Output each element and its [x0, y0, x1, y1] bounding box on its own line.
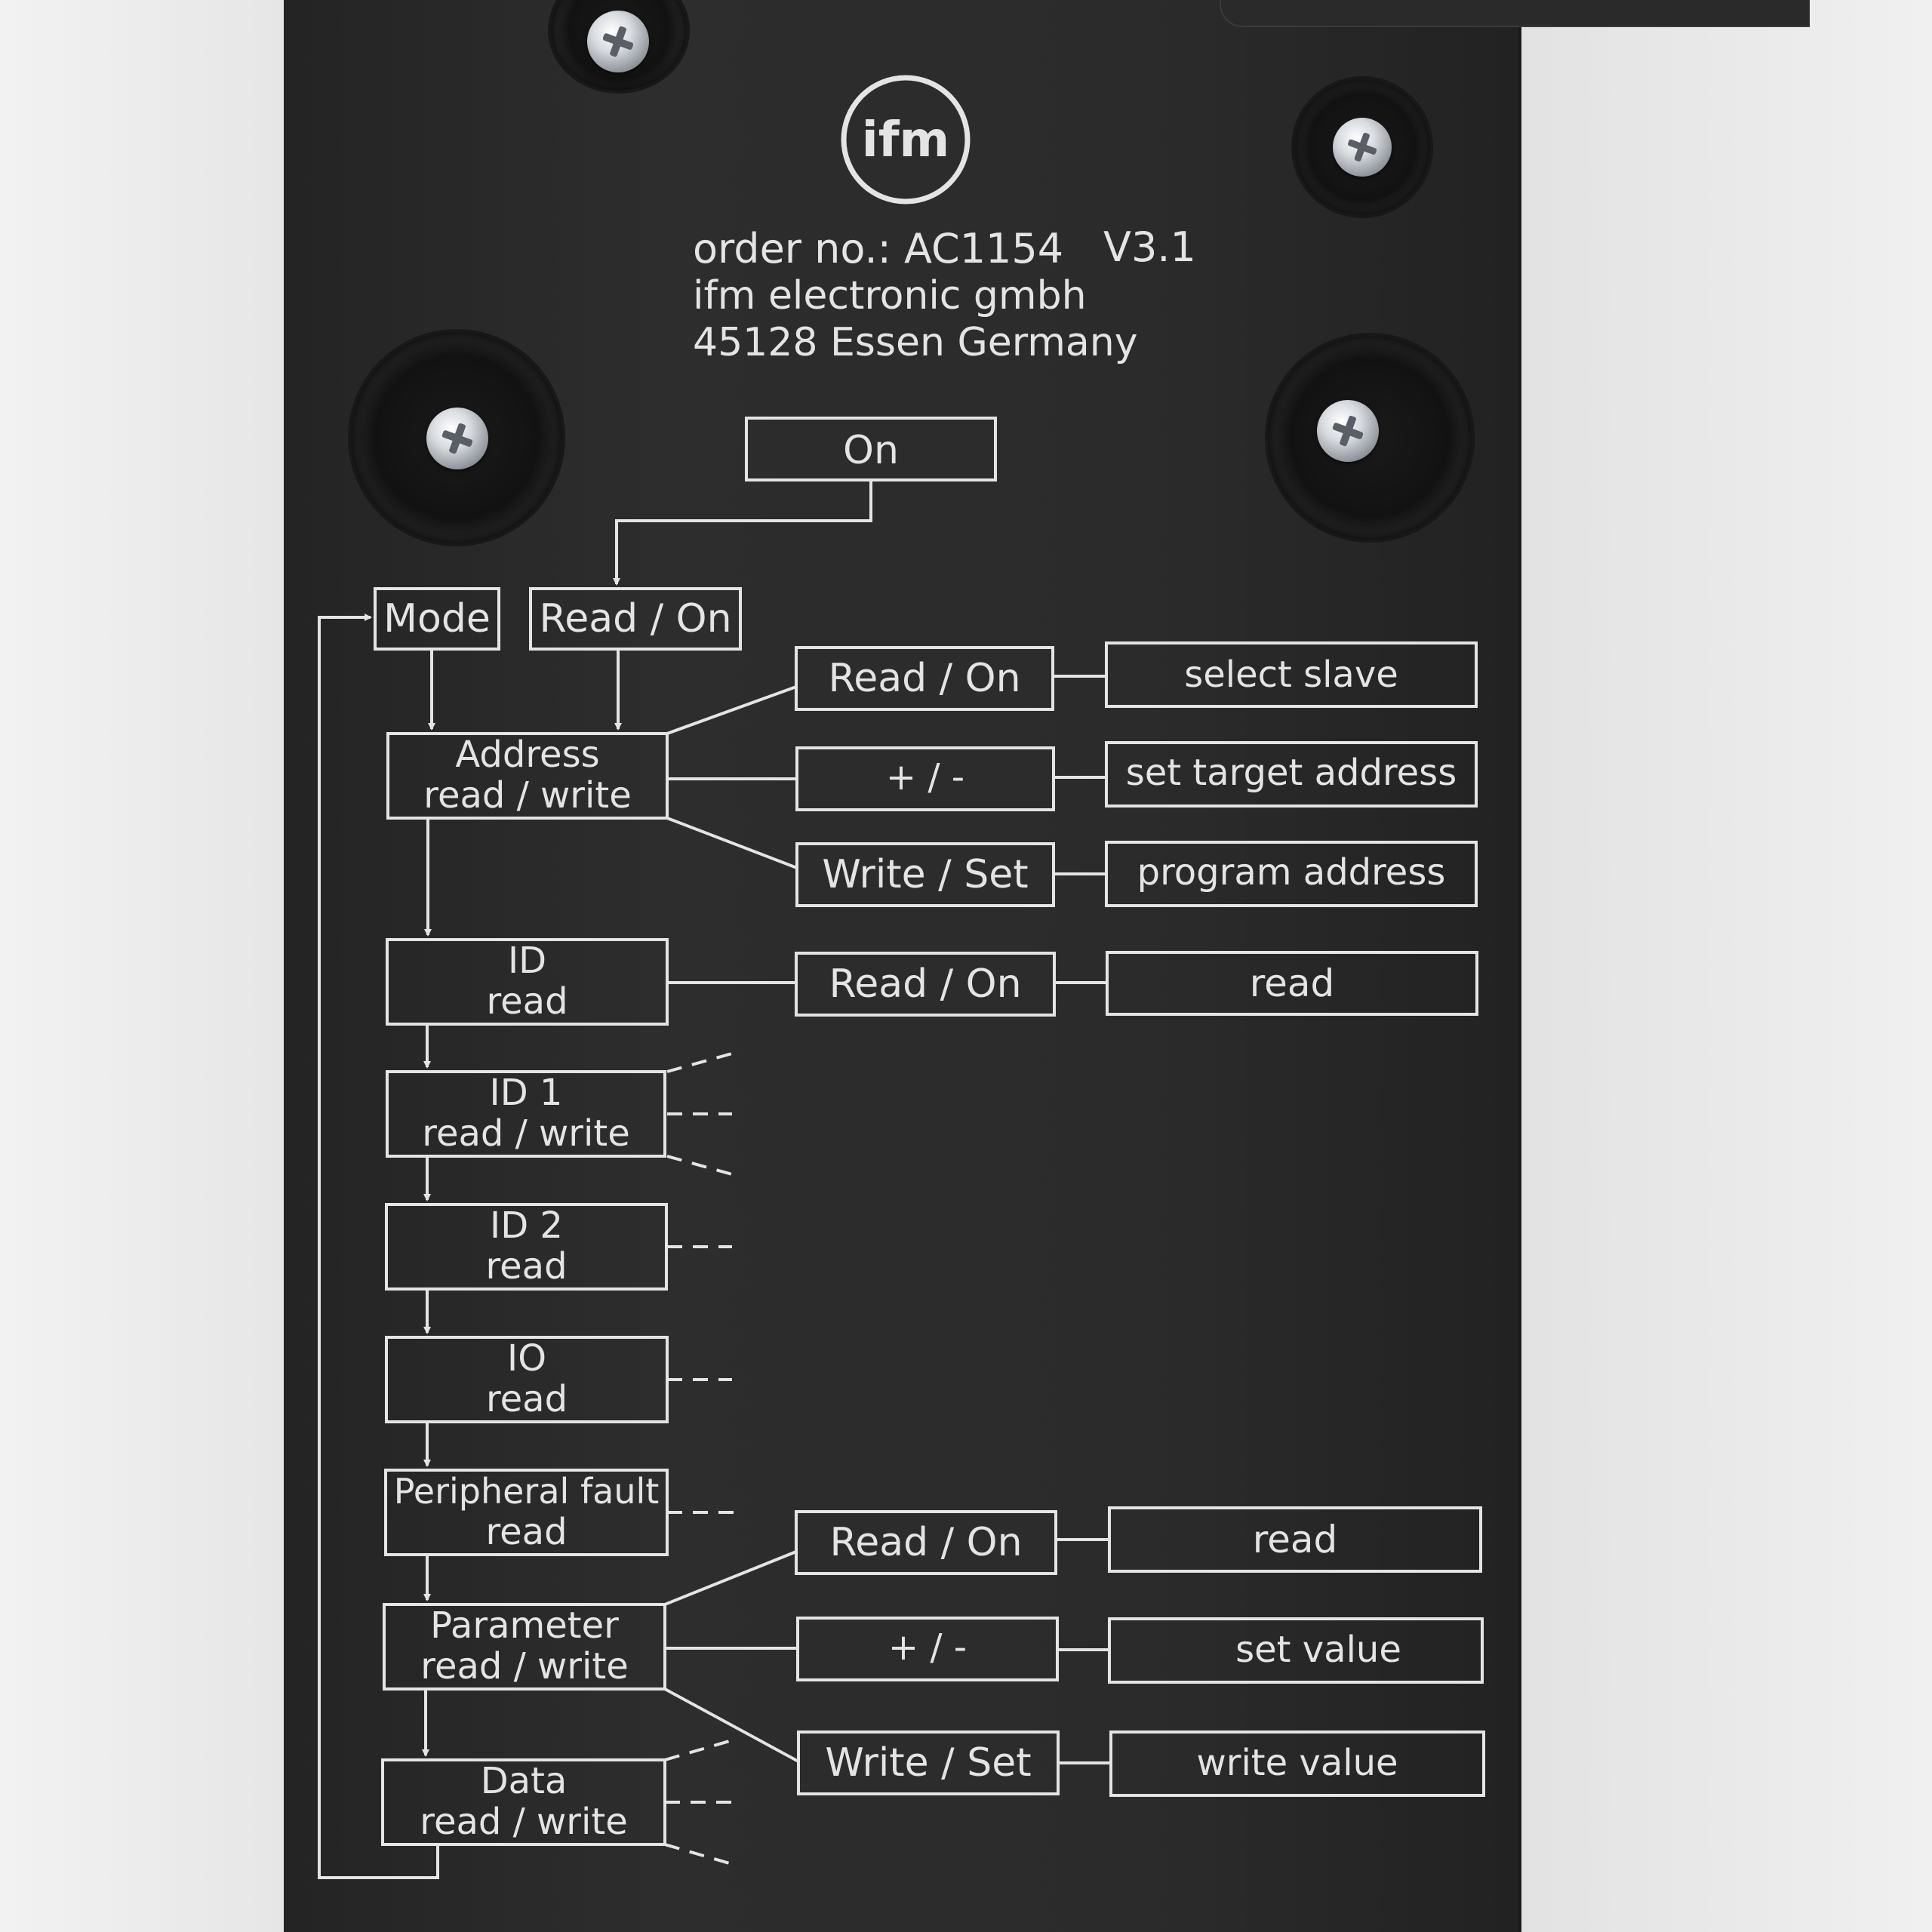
connector-loop-back [318, 614, 439, 1879]
screw-icon [587, 11, 649, 72]
menu-item-line1: Data [480, 1760, 568, 1802]
id-key-label: Read / On [829, 961, 1022, 1007]
menu-item-line1: ID 1 [489, 1072, 563, 1114]
company-address: 45128 Essen Germany [693, 320, 1138, 365]
screw-icon [426, 408, 488, 469]
parameter-key-label: Write / Set [825, 1740, 1032, 1786]
menu-box-address [386, 732, 669, 820]
id-result-label: read [1249, 961, 1335, 1005]
parameter-result-label: set value [1235, 1629, 1401, 1671]
address-key-label: + / - [885, 756, 965, 798]
read-on-box [529, 587, 742, 651]
parameter-key-label: Read / On [829, 1520, 1023, 1565]
address-result-label: set target address [1125, 752, 1457, 794]
menu-item-line1: ID 2 [490, 1204, 563, 1247]
read-on-box-label: Read / On [539, 596, 732, 641]
menu-item-line1: Address [455, 734, 600, 776]
logo-ring [841, 75, 971, 205]
parameter-result-label: write value [1196, 1742, 1398, 1784]
background-left [0, 0, 287, 1932]
menu-item-line2: read / write [422, 1112, 630, 1155]
menu-box-id2 [385, 1203, 668, 1291]
screw-icon [1333, 118, 1392, 177]
parameter-key-label: + / - [888, 1626, 968, 1669]
address-key-label: Write / Set [822, 852, 1029, 897]
menu-item-line1: ID [507, 940, 547, 982]
version: V3.1 [1103, 223, 1196, 271]
parameter-result-label: read [1252, 1518, 1338, 1561]
screw-icon [1317, 400, 1379, 462]
menu-item-line2: read / write [420, 1645, 629, 1687]
background-right [1509, 0, 1932, 1932]
device-housing [284, 0, 1810, 1932]
menu-item-line1: Peripheral fault [393, 1471, 660, 1512]
logo-brand-text: ifm [862, 112, 949, 168]
ifm-logo: ifm [841, 75, 971, 205]
address-key-box-1 [795, 646, 1054, 711]
parameter-key-box-1 [795, 1510, 1057, 1575]
address-result-label: select slave [1184, 654, 1398, 696]
order-number: order no.: AC1154 [693, 225, 1064, 272]
company-name: ifm electronic gmbh [693, 273, 1087, 318]
menu-item-line2: read [486, 980, 568, 1023]
menu-box-id1 [386, 1070, 666, 1158]
connector-on [613, 480, 872, 586]
address-result-label: program address [1137, 851, 1446, 894]
address-key-label: Read / On [828, 656, 1021, 701]
menu-item-line2: read [485, 1511, 568, 1553]
menu-item-line2: read / write [423, 774, 632, 817]
mode-box-label: Mode [383, 596, 491, 641]
menu-item-line2: read [485, 1378, 568, 1420]
on-box-label: On [843, 428, 899, 473]
menu-item-line1: IO [507, 1337, 546, 1380]
menu-item-line1: Parameter [430, 1604, 619, 1647]
mode-box [374, 587, 500, 651]
housing-notch [1220, 0, 1810, 27]
address-result-box-2 [1105, 741, 1478, 808]
menu-item-line2: read / write [420, 1801, 628, 1843]
menu-item-line2: read [485, 1245, 568, 1287]
